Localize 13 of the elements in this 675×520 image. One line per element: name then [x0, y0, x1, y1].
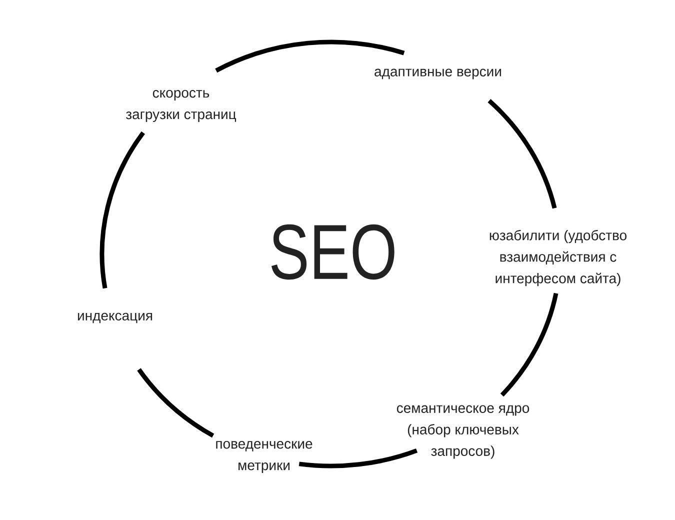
ring-arc	[488, 99, 557, 209]
topic-label: скорость загрузки страниц	[126, 90, 236, 122]
ring-arc	[100, 131, 146, 289]
topic-label: адаптивные версии	[374, 68, 502, 80]
ring-arc	[215, 40, 405, 73]
topic-label: индексация	[78, 312, 152, 324]
center-title: SEO	[272, 224, 394, 280]
ring-arc	[137, 368, 214, 438]
ring-arc	[298, 448, 418, 468]
topic-label: юзабилити (удобство взаимодействия с интерфесом сайта)	[490, 230, 626, 286]
topic-label: семантическое ядро (набор ключевых запросов)	[396, 405, 530, 459]
topic-label: поведенческие метрики	[216, 441, 312, 473]
ring-arc	[500, 292, 558, 397]
